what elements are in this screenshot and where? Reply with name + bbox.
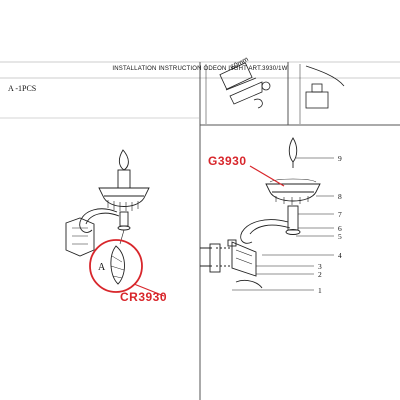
part-number-3: 3 <box>318 262 322 271</box>
part-leaders <box>232 157 334 291</box>
exploded-cup <box>265 183 321 202</box>
part-code-left: CR3930 <box>120 290 168 304</box>
exploded-lamp-illustration <box>200 137 321 289</box>
callout-circle-left <box>89 239 143 293</box>
left-lamp-illustration <box>65 149 150 285</box>
socket-detail <box>219 62 253 90</box>
holder-detail <box>305 91 329 109</box>
crystal-pendant <box>110 245 125 285</box>
part-number-4: 4 <box>338 251 342 260</box>
callout-leader-left <box>133 283 165 297</box>
part-number-5: 5 <box>338 232 342 241</box>
callout-leader-right <box>249 165 285 187</box>
candle-cup <box>98 187 150 207</box>
wall-plate <box>65 217 95 257</box>
callout-letter: A <box>98 262 106 273</box>
lamp-arm <box>79 208 118 233</box>
part-number-7: 7 <box>338 210 342 219</box>
bracket-detail <box>229 81 263 105</box>
detail-box-left <box>205 62 271 124</box>
bulb-flame <box>288 137 298 163</box>
rotate-arrow <box>253 98 263 109</box>
detail-box-right <box>299 64 345 124</box>
wire-detail <box>305 65 345 87</box>
quantity-label: A -1PCS <box>8 84 37 93</box>
candle-tube <box>117 169 131 189</box>
socket-tube <box>287 205 299 231</box>
part-number-9: 9 <box>338 154 342 163</box>
exploded-arm <box>240 219 289 244</box>
wall-screws <box>200 247 212 267</box>
part-code-right: G3930 <box>208 154 247 168</box>
backplate <box>231 241 257 277</box>
part-number-2: 2 <box>318 270 322 279</box>
lamp-stem <box>119 211 129 227</box>
mounting-bracket <box>209 243 221 273</box>
part-number-8: 8 <box>338 192 342 201</box>
candle-flame <box>118 149 129 171</box>
dimension-label: 60mm <box>230 56 250 72</box>
part-number-6: 6 <box>338 224 342 233</box>
part-number-1: 1 <box>318 286 322 295</box>
